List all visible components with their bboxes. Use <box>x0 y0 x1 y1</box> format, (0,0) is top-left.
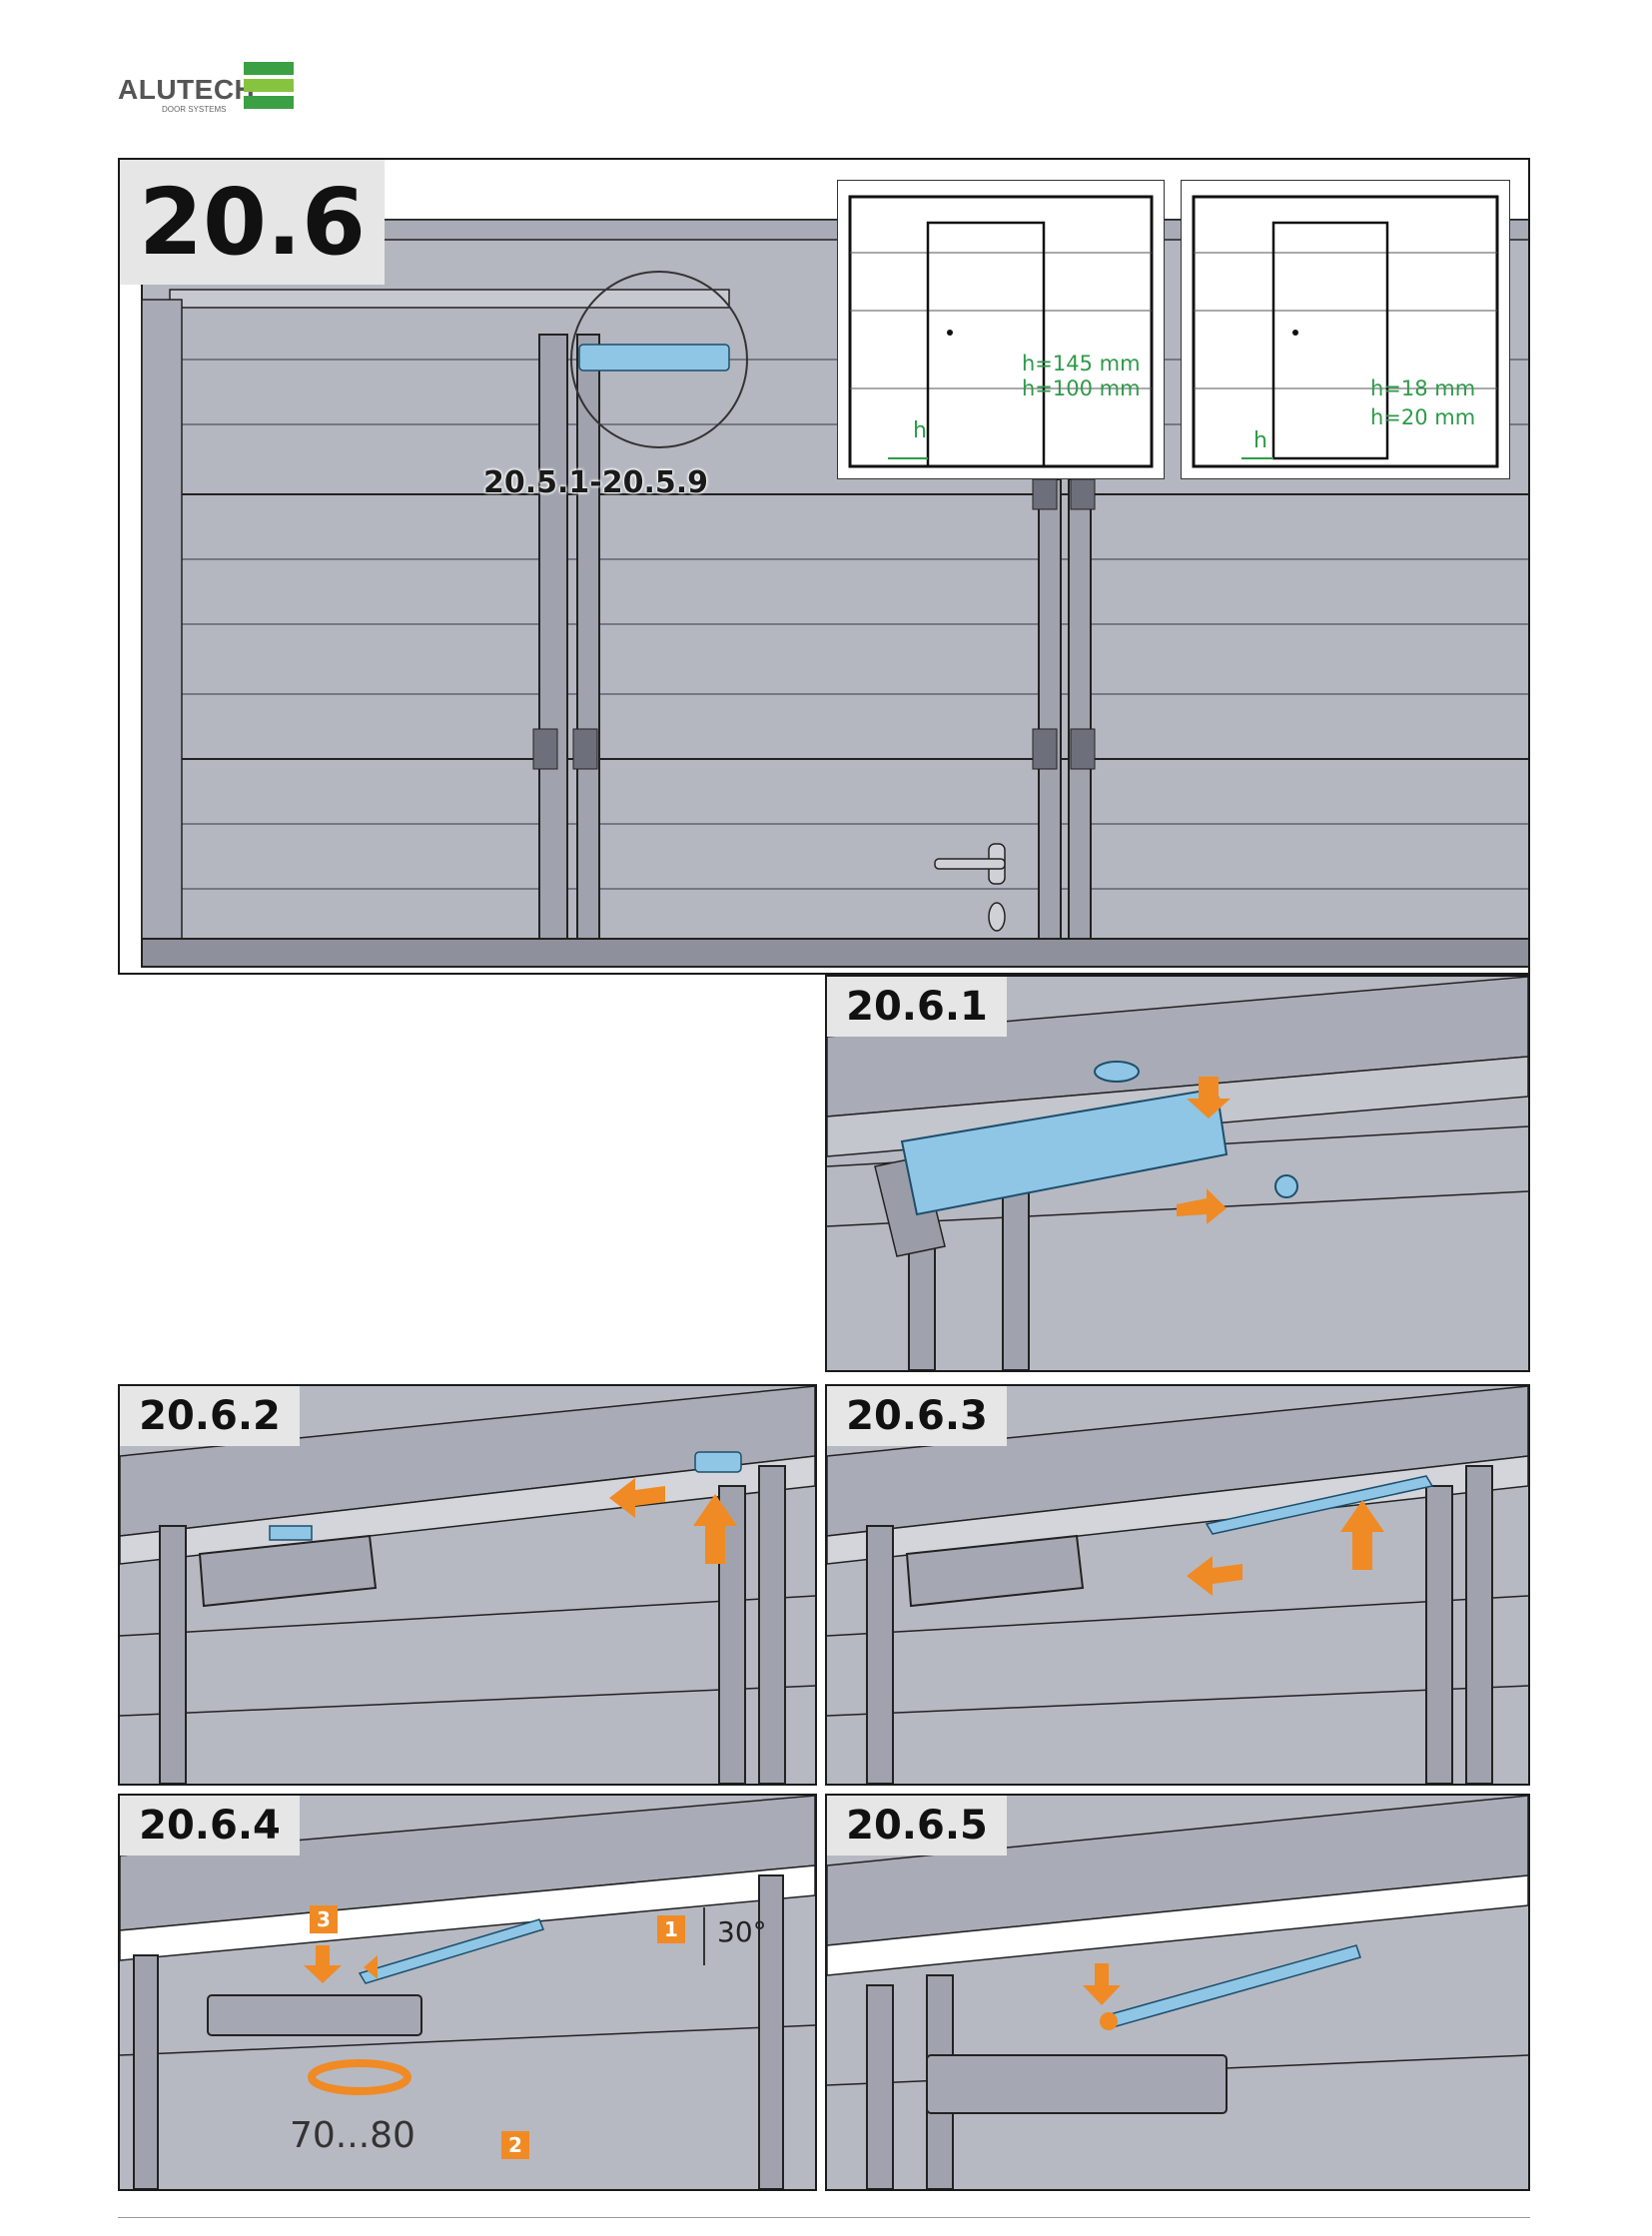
step-label: 20.6.2 <box>120 1386 300 1446</box>
step-label: 20.6.4 <box>120 1796 300 1856</box>
brand-name: ALUTECH <box>118 74 256 105</box>
badge-1-icon <box>657 1915 685 1943</box>
door-detail-right <box>1192 195 1499 468</box>
detail-inset-left: h=145 mm h=100 mm h <box>837 180 1165 479</box>
detail-left-h2: h=100 mm <box>1022 376 1141 400</box>
step-panel-3: 20.6.3 <box>825 1384 1530 1786</box>
step1-illustration <box>827 977 1528 1370</box>
detail-inset-right: h=18 mm h=20 mm h <box>1181 180 1510 479</box>
detail-right-h2: h=20 mm <box>1370 405 1476 429</box>
step-panel-4: 20.6.4 3 1 2 30° 70...80 <box>118 1794 817 2191</box>
step-panel-1: 20.6.1 <box>825 975 1530 1372</box>
badge-2-icon <box>501 2131 529 2159</box>
door-detail-left <box>848 195 1154 468</box>
detail-right-h1: h=18 mm <box>1370 376 1476 400</box>
step2-illustration <box>120 1386 815 1784</box>
step-label: 20.6.5 <box>827 1796 1007 1856</box>
badge-2: 2 <box>508 2133 522 2157</box>
detail-left-h1: h=145 mm <box>1022 352 1141 375</box>
reference-label: 20.5.1-20.5.9 <box>483 465 709 500</box>
detail-left-h: h <box>913 418 927 443</box>
badge-1: 1 <box>664 1917 678 1941</box>
step-label: 20.6.3 <box>827 1386 1007 1446</box>
angle-label: 30° <box>717 1915 767 1948</box>
brand-stripes-icon <box>244 62 294 109</box>
footer-divider <box>118 2217 1530 2218</box>
step-label: 20.6.1 <box>827 977 1007 1037</box>
step-panel-2: 20.6.2 <box>118 1384 817 1786</box>
badge-3-icon <box>310 1905 338 1933</box>
step5-illustration <box>827 1796 1528 2189</box>
brand-logo: ALUTECH DOOR SYSTEMS <box>118 60 298 120</box>
torque-label: 70...80 <box>290 2115 415 2156</box>
detail-right-h: h <box>1253 428 1267 453</box>
main-figure: 20.6 20.5.1-20.5.9 h=145 mm h=100 mm h h… <box>118 158 1530 975</box>
brand-tagline: DOOR SYSTEMS <box>162 105 227 114</box>
badge-3: 3 <box>317 1907 331 1931</box>
step-title: 20.6 <box>120 160 385 285</box>
step4-illustration <box>120 1796 815 2189</box>
step3-illustration <box>827 1386 1528 1784</box>
step-panel-5: 20.6.5 <box>825 1794 1530 2191</box>
